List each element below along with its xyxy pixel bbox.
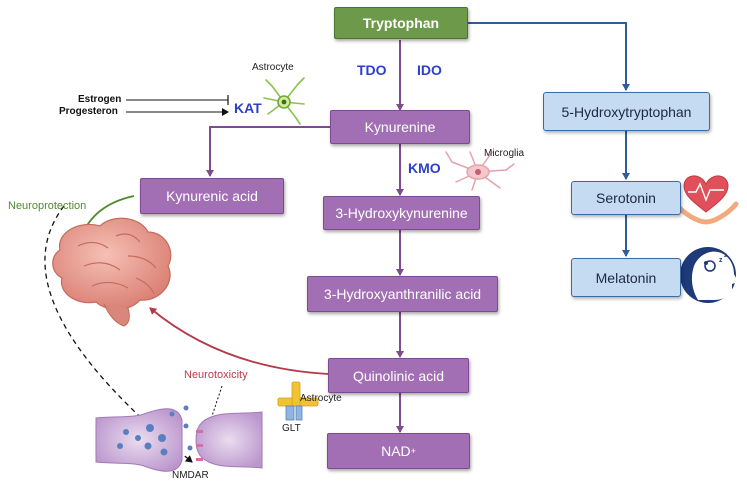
label-astrocyte-top: Astrocyte [252, 62, 294, 73]
label-progesteron: Progesteron [59, 106, 118, 117]
node-tryptophan: Tryptophan [334, 7, 468, 39]
label-neurotoxicity: Neurotoxicity [184, 369, 248, 381]
label-nmdar: NMDAR [172, 470, 209, 481]
svg-text:z: z [719, 257, 723, 264]
arrow-tryptophan-hydroxytryptophan [468, 22, 630, 91]
enzyme-ido: IDO [417, 62, 442, 78]
arrow-kynurenine-kynurenic-acid [206, 126, 330, 177]
node-nad: NAD+ [327, 433, 470, 469]
synapse-icon [95, 405, 263, 472]
svg-text:z: z [724, 253, 727, 259]
astrocyte-icon [263, 77, 305, 125]
brain-icon [52, 217, 172, 327]
microglia-icon [445, 151, 515, 191]
label-microglia: Microglia [484, 148, 525, 159]
node-3-hydroxyanthranilic-acid: 3-Hydroxyanthranilic acid [307, 276, 498, 312]
nad-superscript: + [410, 446, 416, 456]
neurotoxicity-arrow [149, 307, 329, 375]
astrocyte-glt-icon [277, 381, 319, 421]
label-astrocyte-bottom: Astrocyte [300, 393, 342, 404]
enzyme-kmo: KMO [408, 160, 441, 176]
label-neuroprotection: Neuroprotection [8, 200, 87, 212]
node-3-hydroxykynurenine: 3-Hydroxykynurenine [323, 196, 480, 230]
label-glt: GLT [282, 423, 301, 434]
node-kynurenine: Kynurenine [330, 110, 470, 144]
node-serotonin: Serotonin [571, 181, 681, 215]
label-estrogen: Estrogen [78, 94, 122, 105]
node-kynurenic-acid: Kynurenic acid [140, 178, 284, 214]
enzyme-kat: KAT [234, 100, 262, 116]
heart-hands-icon [673, 175, 739, 225]
node-quinolinic-acid: Quinolinic acid [328, 358, 469, 393]
node-melatonin: Melatonin [571, 258, 681, 297]
sleeping-head-icon: z z [680, 247, 738, 303]
nad-label: NAD [381, 443, 411, 459]
node-5-hydroxytryptophan: 5-Hydroxytryptophan [543, 92, 710, 131]
enzyme-tdo: TDO [357, 62, 387, 78]
